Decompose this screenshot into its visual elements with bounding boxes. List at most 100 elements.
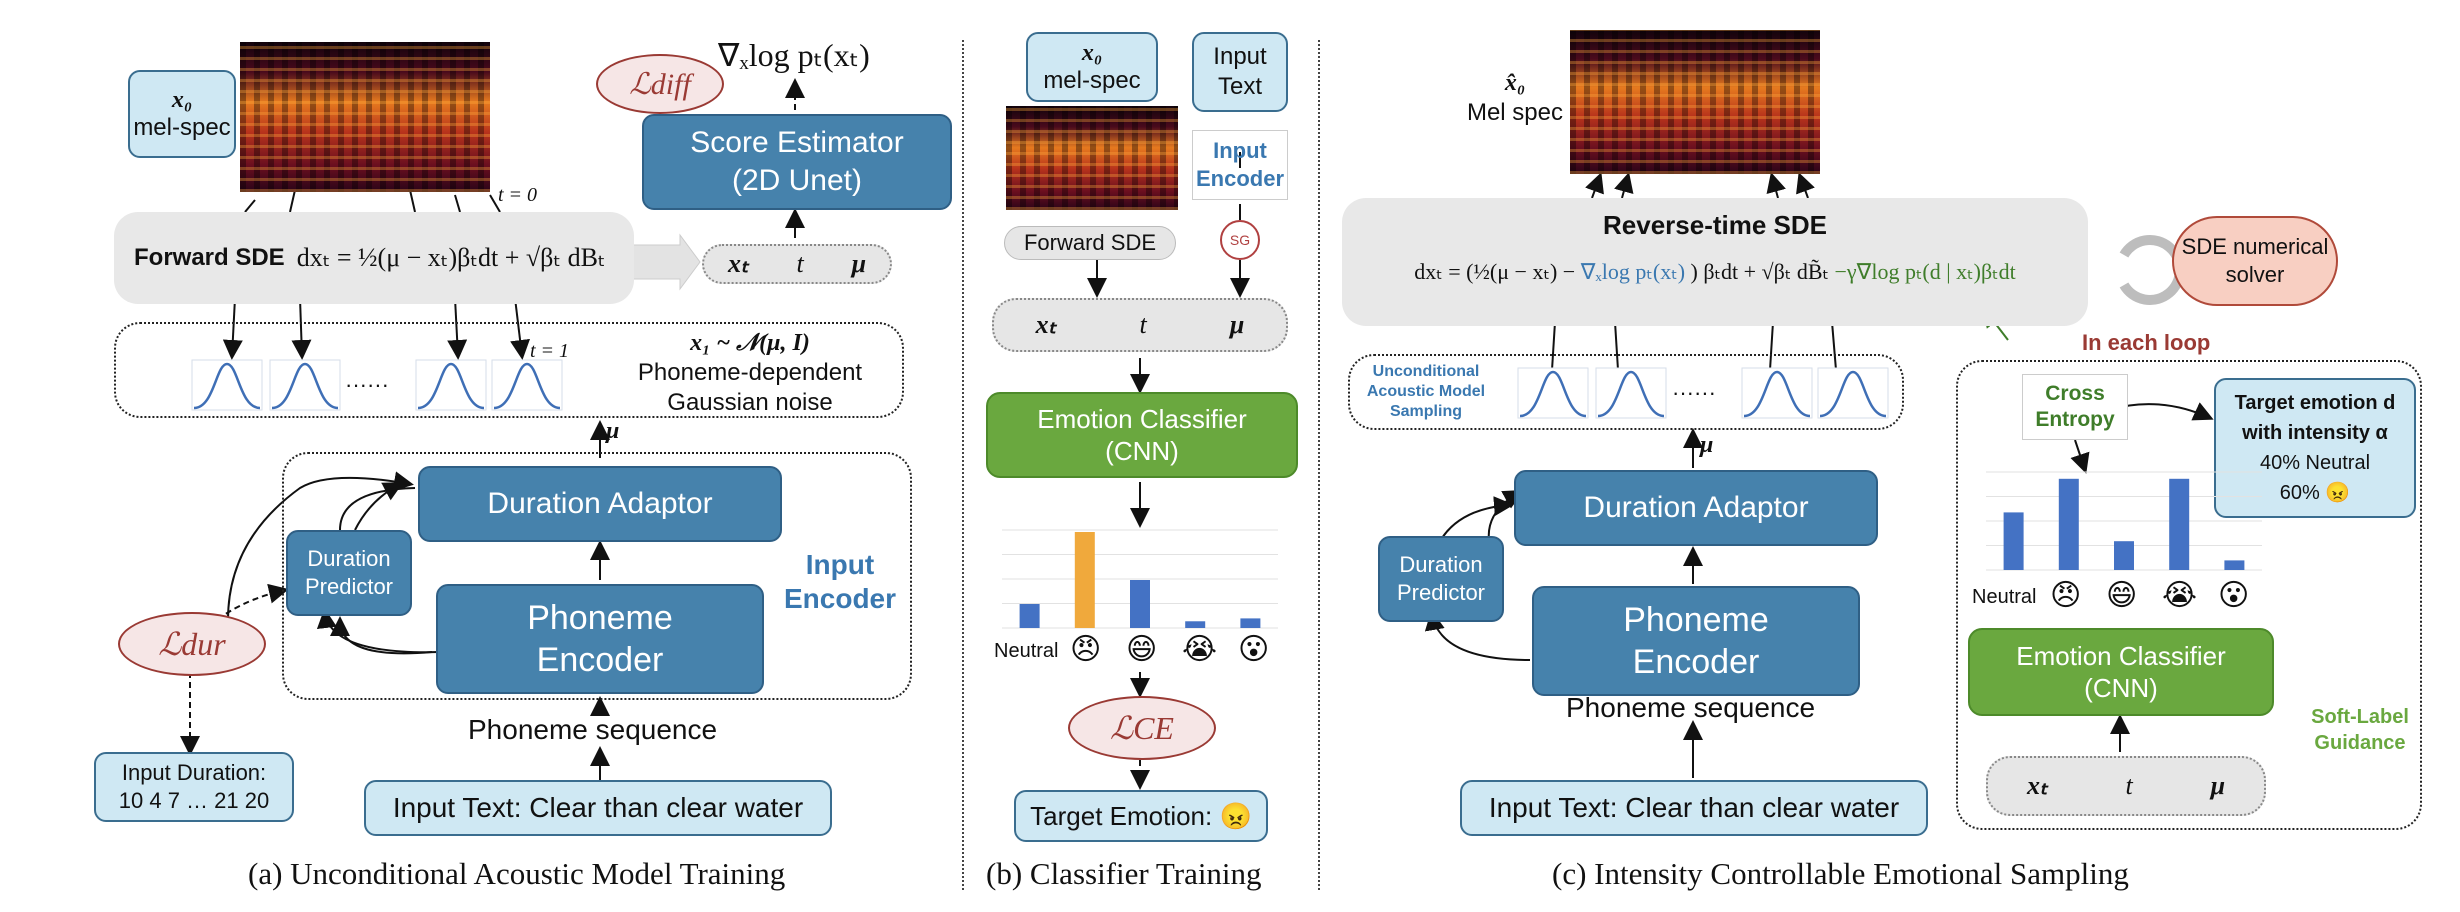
t0-label: t = 0: [498, 184, 538, 206]
input-xt-b: xₜ: [1035, 310, 1057, 339]
bars-b-bar-0: [1019, 604, 1040, 628]
input-mu-b: μ: [1229, 310, 1245, 339]
input-text-box-a: Input Text: Clear than clear water: [364, 780, 832, 836]
xhat0-label: x̂₀: [1504, 70, 1526, 96]
input-encoder-line-1: Input: [805, 549, 875, 580]
input-encoder-b: Input Encoder: [1192, 130, 1288, 200]
cross-entropy-label: Cross Entropy: [2022, 374, 2128, 440]
forward-sde-block: Forward SDE dxₜ = ½(μ − xₜ)βₜdt + √βₜ dB…: [114, 212, 634, 304]
target-line-4: 60% 😠: [2279, 482, 2351, 504]
phoneme-encoder-line-1: Phoneme: [527, 599, 673, 637]
soft-label-guidance: Soft-Label Guidance: [2300, 704, 2420, 756]
probability-bars-b: [1002, 529, 1278, 629]
l-ce-loss: ℒCE: [1068, 696, 1216, 760]
input-encoder-b-line-2: Encoder: [1195, 166, 1285, 191]
reverse-eq-part-2: ) βₜdt + √βₜ dB̃ₜ: [1690, 259, 1829, 284]
melspec-label-c: Mel spec: [1466, 99, 1564, 126]
target-emotion-box-b: Target Emotion: 😠: [1014, 790, 1268, 842]
xhat0-melspec-label: x̂₀ Mel spec: [1460, 68, 1570, 128]
duration-predictor-c-line-1: Duration: [1399, 552, 1483, 577]
phoneme-sequence-a: Phoneme sequence: [468, 714, 718, 745]
emotion-classifier-b: Emotion Classifier (CNN): [986, 392, 1298, 478]
input-duration-box: Input Duration: 10 4 7 … 21 20: [94, 752, 294, 822]
emotion-classifier-sub-b: (CNN): [1105, 436, 1179, 466]
cross-entropy-line-1: Cross: [2045, 382, 2105, 405]
score-gradient-label: ∇ₓlog pₜ(xₜ): [718, 37, 870, 73]
mel-spectrogram-a: [240, 42, 490, 192]
mel-spectrogram-c: [1570, 30, 1820, 174]
caption-c: (c) Intensity Controllable Emotional Sam…: [1552, 856, 2129, 891]
bars-b-bar-3: [1185, 621, 1206, 628]
cross-entropy-line-2: Entropy: [2035, 408, 2115, 431]
score-estimator-block: Score Estimator (2D Unet): [642, 114, 952, 210]
forward-sde-title: Forward SDE: [134, 244, 285, 271]
phoneme-encoder-c-line-2: Encoder: [1632, 643, 1760, 681]
target-emotion-box-c: Target emotion d with intensity α 40% Ne…: [2214, 378, 2416, 518]
bars-b-bar-1: [1074, 532, 1095, 628]
bars-b-bar-2: [1130, 580, 1150, 628]
bars-c-bar-2: [2114, 541, 2134, 570]
in-each-loop-group: [1956, 360, 2422, 830]
reverse-sde-block: Reverse-time SDE dxₜ = (½(μ − xₜ) − ∇ₓlo…: [1342, 198, 2088, 326]
input-encoder-line-2: Encoder: [783, 583, 897, 614]
happy-emoji-b: 😄: [1126, 632, 1158, 667]
input-t: t: [796, 249, 804, 278]
inputs-pill-b: xₜ t μ: [992, 298, 1288, 352]
reverse-eq-score: ∇ₓlog pₜ(xₜ): [1580, 259, 1686, 284]
gaussian-curves-c: [1517, 367, 1889, 419]
caption-b: (b) Classifier Training: [986, 856, 1262, 891]
t1-label: t = 1: [530, 340, 570, 362]
phoneme-encoder-a: Phoneme Encoder: [436, 584, 764, 694]
bars-c-bar-3: [2169, 478, 2190, 570]
phoneme-encoder-c: Phoneme Encoder: [1532, 586, 1860, 696]
bars-c-bar-1: [2058, 478, 2079, 570]
input-xt: xₜ: [727, 249, 749, 278]
input-encoder-group-a: [282, 452, 912, 700]
duration-adaptor-a: Duration Adaptor: [418, 466, 782, 542]
input-mu-c: μ: [2210, 771, 2226, 800]
gaussian-curves-a: [191, 359, 563, 411]
input-duration-line-2: 10 4 7 … 21 20: [118, 788, 270, 813]
noise-equation: x₁ ~ 𝒩(μ, I): [690, 330, 810, 356]
phoneme-sequence-c: Phoneme sequence: [1566, 692, 1816, 723]
target-line-3: 40% Neutral: [2259, 452, 2371, 474]
reverse-eq-guidance: −γ∇log pₜ(d | xₜ)βₜdt: [1834, 259, 2016, 284]
unconditional-sampling-label: Unconditional Acoustic Model Sampling: [1356, 362, 1496, 422]
input-text-line-1: Input: [1213, 43, 1267, 70]
sde-solver-line-2: solver: [2225, 262, 2285, 287]
separator-ab: [962, 40, 964, 890]
x0-melspec-box-a: x₀ mel-spec: [128, 70, 236, 158]
input-text-box-c: Input Text: Clear than clear water: [1460, 780, 1928, 836]
melspec-label: mel-spec: [133, 114, 231, 141]
bars-c-bar-4: [2224, 560, 2245, 570]
input-mu: μ: [851, 249, 867, 278]
mu-label-c: μ: [1700, 432, 1714, 458]
reverse-eq-part-1: dxₜ = (½(μ − xₜ) −: [1414, 259, 1576, 284]
x0-label: x₀: [171, 87, 193, 113]
uncond-line-2: Acoustic Model: [1366, 383, 1486, 400]
reverse-sde-equation: dxₜ = (½(μ − xₜ) − ∇ₓlog pₜ(xₜ) ) βₜdt +…: [1414, 259, 2016, 285]
input-t-c: t: [2125, 771, 2133, 800]
forward-sde-equation: dxₜ = ½(μ − xₜ)βₜdt + √βₜ dBₜ: [296, 243, 606, 272]
input-t-b: t: [1139, 310, 1147, 339]
angry-emoji-c: 😠: [2050, 578, 2082, 613]
uncond-line-1: Unconditional: [1372, 363, 1480, 380]
soft-label-line-2: Guidance: [2314, 732, 2406, 754]
neutral-label-c: Neutral: [1972, 586, 2037, 608]
bars-b-bar-4: [1240, 618, 1261, 628]
noise-line-2: Gaussian noise: [667, 389, 833, 416]
input-xt-c: xₜ: [2026, 771, 2048, 800]
input-encoder-b-line-1: Input: [1213, 138, 1267, 163]
ellipsis-c: ······: [1672, 380, 1716, 405]
probability-bars-c: [1986, 471, 2262, 571]
l-dur-loss: ℒdur: [118, 612, 266, 676]
sde-numerical-solver: SDE numerical solver: [2172, 216, 2338, 306]
duration-predictor-line-1: Duration: [307, 546, 391, 571]
neutral-label-b: Neutral: [994, 640, 1059, 662]
score-estimator-label: Score Estimator: [690, 126, 904, 159]
ellipsis-a: ······: [345, 372, 389, 397]
noise-description: x₁ ~ 𝒩(μ, I) Phoneme-dependent Gaussian …: [620, 328, 880, 418]
melspec-label-b: mel-spec: [1043, 67, 1141, 94]
noise-line-1: Phoneme-dependent: [637, 359, 863, 386]
happy-emoji-c: 😄: [2106, 578, 2138, 613]
